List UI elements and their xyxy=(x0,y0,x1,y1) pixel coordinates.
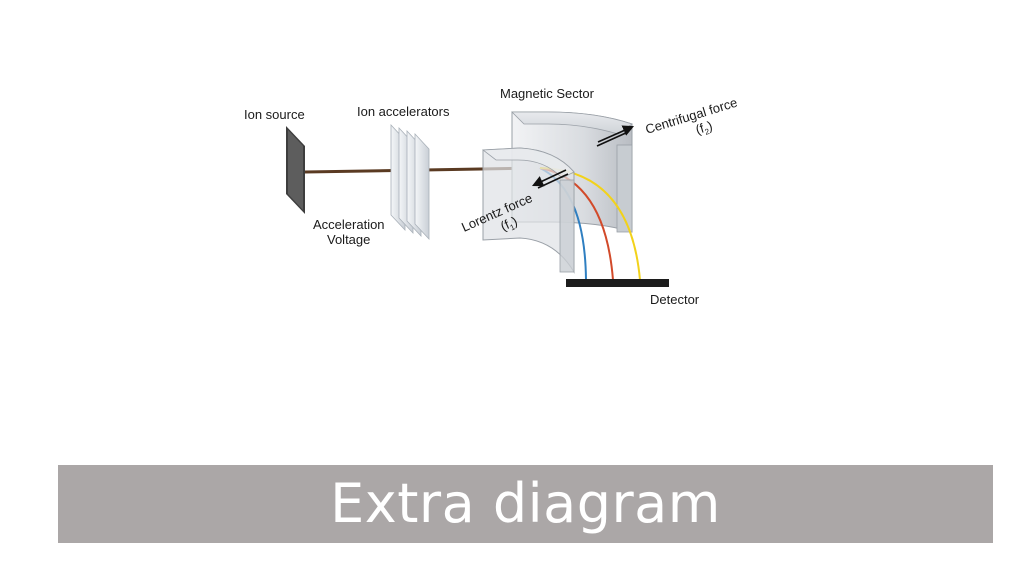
lorentz-force-arrow xyxy=(531,169,569,189)
label-voltage: Voltage xyxy=(327,232,370,247)
detector-bar xyxy=(566,279,669,287)
ion-source xyxy=(286,126,305,214)
title-bar: Extra diagram xyxy=(58,465,993,543)
centrifugal-subscript: 2 xyxy=(704,127,711,137)
centrifugal-force-arrow xyxy=(596,125,635,147)
magnetic-sector-front xyxy=(481,147,575,274)
label-ion-accelerators: Ion accelerators xyxy=(357,104,450,119)
label-ion-source: Ion source xyxy=(244,107,305,122)
svg-text:(f2): (f2) xyxy=(694,118,715,139)
ion-accelerators xyxy=(390,123,430,241)
centrifugal-close-paren: ) xyxy=(706,118,715,134)
svg-text:Centrifugal force: Centrifugal force xyxy=(643,95,739,137)
mass-spectrometer-diagram: Ion source Ion accelerators Magnetic Sec… xyxy=(244,86,739,307)
label-centrifugal-force: Centrifugal force (f2) xyxy=(643,95,739,139)
lorentz-subscript: 1 xyxy=(509,222,517,232)
label-magnetic-sector: Magnetic Sector xyxy=(500,86,595,101)
label-acceleration: Acceleration xyxy=(313,217,385,232)
slide-title: Extra diagram xyxy=(330,472,721,535)
lorentz-close-paren: ) xyxy=(509,213,519,228)
label-detector: Detector xyxy=(650,292,700,307)
